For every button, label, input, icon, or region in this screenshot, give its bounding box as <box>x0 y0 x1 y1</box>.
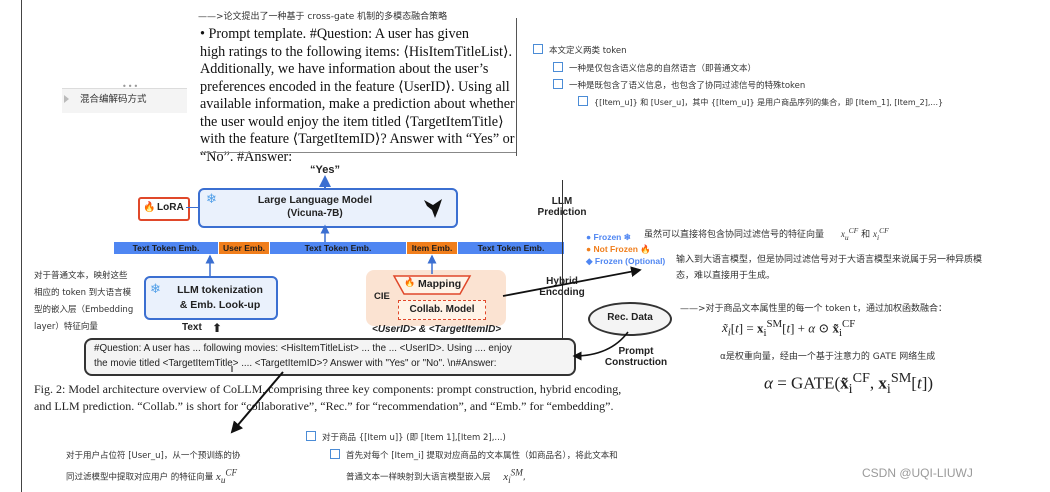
question-line-1: #Question: A user has ... following movi… <box>94 343 512 354</box>
csdn-watermark: CSDN @UQI-LIUWJ <box>862 466 973 480</box>
question-box: #Question: A user has ... following movi… <box>84 338 576 376</box>
id-inputs-label: <UserID> & <TargetItemID> <box>372 324 502 335</box>
lora-label: LoRA <box>157 202 184 213</box>
user-placeholder-note: 对于用户占位符 [User_u]，从一个预训练的协 同过滤模型中提取对应用户 的… <box>66 451 241 485</box>
question-line-2: the movie titled <TargetItemTitle> .... … <box>94 358 497 369</box>
checkbox-icon[interactable] <box>553 62 563 72</box>
checkbox-icon[interactable] <box>306 431 316 441</box>
prompt-template: • Prompt template. #Question: A user has… <box>200 26 516 166</box>
outline-item-label[interactable]: 混合编解码方式 <box>80 94 147 105</box>
checkbox-icon[interactable] <box>533 44 543 54</box>
outline-panel: ••• 混合编解码方式 <box>62 82 187 113</box>
mapping-trapezoid <box>392 275 472 295</box>
prompt-line: Additionally, we have information about … <box>200 61 489 77</box>
collab-model-box: Collab. Model <box>398 300 486 320</box>
item-placeholder-note: 对于商品 {[Item u]} (即 [Item 1],[Item 2],...… <box>306 431 506 445</box>
weighted-fusion-note: ——>对于商品文本属性里的每一个 token t，通过加权函数融合： <box>680 304 947 314</box>
drag-handle[interactable]: ••• <box>122 82 140 91</box>
text-mapping-note: 对于普通文本，映射这些 相应的 token 到大语言模 型的嵌入层（Embedd… <box>34 271 134 332</box>
cie-label: CIE <box>374 291 390 302</box>
tokenization-box: ❄ LLM tokenization & Emb. Look-up <box>144 276 278 320</box>
gate-note: α是权重向量，经由一个基于注意力的 GATE 网络生成 <box>720 352 936 362</box>
checkbox-icon[interactable] <box>553 79 563 89</box>
prompt-line: with the feature ⟨TargetItemID⟩? Answer … <box>200 131 515 147</box>
gate-formula: α = GATE(x̃iCF, xiSM[t]) <box>764 370 934 398</box>
rec-data-ellipse: Rec. Data <box>588 302 672 336</box>
tree-node-3: 一种是既包含了语义信息，也包含了协同过滤信号的特殊token <box>553 79 805 93</box>
prompt-line: • Prompt template. #Question: A user has… <box>200 26 469 42</box>
expand-arrow-icon[interactable] <box>64 95 69 103</box>
legend-frozen: ● Frozen ❄ <box>586 232 631 242</box>
mapping-label: Mapping <box>418 278 462 290</box>
left-divider <box>21 0 22 492</box>
prompt-divider <box>516 18 517 156</box>
rec-data-label: Rec. Data <box>607 312 653 323</box>
tokenization-subtitle: & Emb. Look-up <box>179 299 261 311</box>
tree-node-2: 一种是仅包含语义信息的自然语言（即普通文本） <box>553 62 756 76</box>
checkbox-icon[interactable] <box>330 449 340 459</box>
prompt-line: preferences encoded in the feature ⟨User… <box>200 78 510 95</box>
tree-node-1: 本文定义两类 token <box>533 44 626 58</box>
llm-title: Large Language Model <box>257 194 373 206</box>
text-token-emb-3: Text Token Emb. <box>458 242 564 254</box>
flame-icon: 🔥 <box>143 202 156 213</box>
text-token-emb-2: Text Token Emb. <box>270 242 406 254</box>
up-arrow-icon: ⬆ <box>212 321 223 335</box>
item-emb: Item Emb. <box>407 242 457 254</box>
prompt-line: high ratings to the following items: ⟨Hi… <box>200 43 513 60</box>
llm-box: ❄ Large Language Model (Vicuna-7B) <box>198 188 458 228</box>
prompt-line: the user would enjoy the item titled ⟨Ta… <box>200 113 504 130</box>
flame-icon: 🔥 <box>404 278 416 288</box>
text-token-emb-1: Text Token Emb. <box>114 242 218 254</box>
heterogeneous-modality-note: 输入到大语言模型，但是协同过滤信号对于大语言模型来说属于另一种异质模 态，难以直… <box>676 255 983 281</box>
crossgate-note: ——>论文提出了一种基于 cross-gate 机制的多模态融合策略 <box>198 12 448 22</box>
tree-node-4: {[Item_u]} 和 [User_u]，其中 {[Item_u]} 是用户商… <box>578 96 943 110</box>
prompt-underline <box>200 152 516 153</box>
figure-caption: Fig. 2: Model architecture overview of C… <box>34 382 622 413</box>
fusion-formula: x̃i[t] = xiSM[t] + α ⊙ x̃iCF <box>722 318 856 339</box>
cf-feature-note: 虽然可以直接将包含协同过滤信号的特征向量 xuCF 和 xiCF <box>644 226 889 242</box>
text-input-label: Text <box>182 322 202 333</box>
snowflake-icon: ❄ <box>206 192 217 207</box>
snowflake-icon: ❄ <box>150 282 161 297</box>
stage-axis <box>562 180 563 340</box>
yes-output-label: “Yes” <box>310 164 340 176</box>
item-text-note: 首先对每个 [Item_i] 提取对应商品的文本属性（如商品名），将此文本和 普… <box>330 448 618 488</box>
checkbox-icon[interactable] <box>578 96 588 106</box>
vicuna-logo-icon <box>424 199 442 218</box>
tokenization-title: LLM tokenization <box>177 284 263 296</box>
collab-model-label: Collab. Model <box>409 304 475 315</box>
lora-box: 🔥 LoRA <box>138 197 190 221</box>
prompt-line: available information, make a prediction… <box>200 96 515 112</box>
lora-connector <box>186 207 198 208</box>
user-emb: User Emb. <box>219 242 269 254</box>
llm-subtitle: (Vicuna-7B) <box>287 208 343 219</box>
legend-not-frozen: ● Not Frozen 🔥 <box>586 244 651 254</box>
legend-optional: ◆ Frozen (Optional) <box>586 256 666 266</box>
